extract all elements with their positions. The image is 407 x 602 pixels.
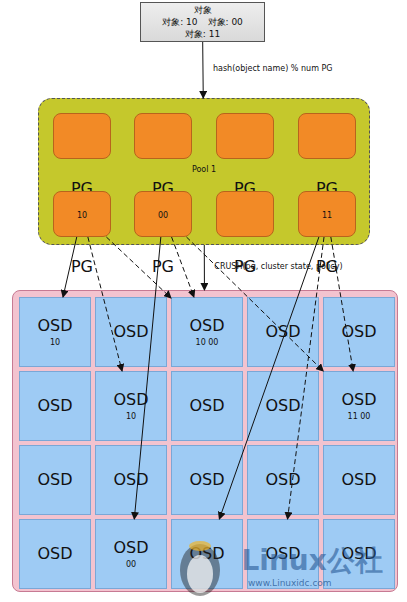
watermark-logo — [175, 532, 225, 598]
edge-label: hash(object name) % num PG — [213, 64, 333, 73]
node-tag: 对象: 00 — [208, 16, 243, 28]
logo-beak — [189, 541, 211, 551]
primary-arrow — [204, 245, 205, 290]
pg-box: PG — [216, 113, 274, 159]
node-title: OSD — [341, 391, 376, 409]
node-title: OSD — [113, 539, 148, 557]
node-title: OSD — [37, 471, 72, 489]
pg-box: PG — [216, 191, 274, 237]
edge-label: CRUSH(pg, cluster state, policy) — [214, 262, 342, 271]
watermark-text: www.Linuxidc.com — [248, 578, 332, 588]
node-title: OSD — [265, 397, 300, 415]
pool-box: Pool 1 PG PG PG PG PG10 PG00 PG PG11 — [38, 98, 370, 245]
object-box: 对象对象: 10 对象: 00对象: 11 — [140, 2, 265, 42]
osd-box: OSD — [247, 297, 319, 367]
node-tag: 00 — [126, 560, 136, 570]
osd-box: OSD 00 — [95, 519, 167, 589]
node-title: OSD — [189, 471, 224, 489]
primary-arrow — [202, 42, 204, 98]
osd-box: OSD — [323, 297, 395, 367]
node-title: PG — [135, 258, 191, 276]
node-title: OSD — [37, 397, 72, 415]
osd-box: OSD — [247, 371, 319, 441]
replica-arrow — [172, 237, 194, 297]
osd-box: OSD — [323, 445, 395, 515]
logo-body — [180, 544, 220, 596]
pg-box: PG — [53, 113, 111, 159]
watermark-text: Linux公社 — [242, 542, 383, 580]
node-title: OSD — [265, 323, 300, 341]
node-title: OSD — [37, 545, 72, 563]
node-title: OSD — [189, 397, 224, 415]
osd-box: OSD — [247, 445, 319, 515]
node-tag: 10 — [50, 338, 60, 348]
osd-box: OSD 11 00 — [323, 371, 395, 441]
node-tag: 对象: 10 — [162, 16, 197, 28]
node-title: OSD — [113, 471, 148, 489]
node-tag: 11 — [322, 211, 332, 220]
node-title: OSD — [341, 323, 376, 341]
node-tag: 10 00 — [196, 338, 219, 348]
osd-box: OSD 10 — [95, 371, 167, 441]
osd-box: OSD — [19, 519, 91, 589]
osd-box: OSD 10 00 — [171, 297, 243, 367]
node-tag: 10 — [126, 412, 136, 422]
pg-box: PG — [134, 113, 192, 159]
node-tag: 10 — [77, 211, 87, 220]
node-tag: 00 — [158, 211, 168, 220]
node-title: OSD — [265, 471, 300, 489]
node-title: Pool 1 — [39, 165, 369, 174]
node-title: OSD — [341, 471, 376, 489]
node-title: PG — [54, 258, 110, 276]
logo-belly — [187, 555, 213, 593]
node-title: OSD — [113, 391, 148, 409]
node-title: OSD — [113, 323, 148, 341]
node-title: 对象 — [141, 4, 264, 16]
osd-box: OSD — [171, 371, 243, 441]
pg-box: PG10 — [53, 191, 111, 237]
pg-box: PG00 — [134, 191, 192, 237]
osd-box: OSD — [19, 445, 91, 515]
osd-box: OSD 10 — [19, 297, 91, 367]
osd-box: OSD — [19, 371, 91, 441]
node-title: OSD — [37, 317, 72, 335]
osd-box: OSD — [171, 445, 243, 515]
osd-box: OSD — [95, 297, 167, 367]
osd-box: OSD — [95, 445, 167, 515]
pg-box: PG — [298, 113, 356, 159]
node-title: OSD — [189, 317, 224, 335]
node-tag: 11 00 — [348, 412, 371, 422]
node-tag: 对象: 11 — [185, 28, 220, 40]
pg-box: PG11 — [298, 191, 356, 237]
